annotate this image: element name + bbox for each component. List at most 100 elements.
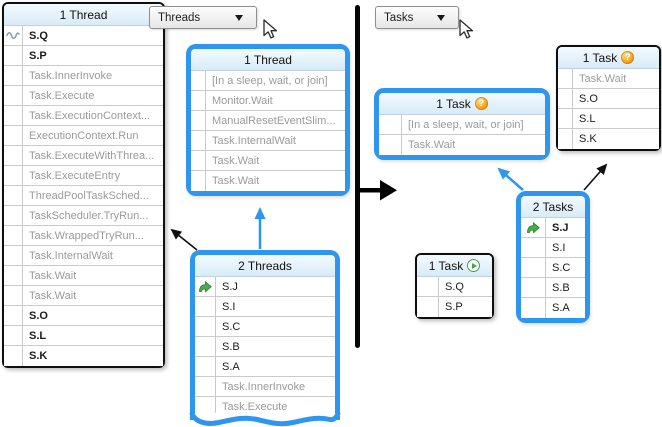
stack-frame-row[interactable]: S.K	[558, 129, 659, 149]
stack-frame-row[interactable]: S.A	[195, 357, 335, 377]
stack-frame-row[interactable]: Task.Wait	[191, 171, 345, 191]
frame-gutter	[558, 129, 573, 149]
stack-frame-row[interactable]: Task.InternalWait	[191, 131, 345, 151]
stack-frame-row[interactable]: Task.InternalWait	[4, 246, 163, 266]
task-box-1-task-waiting: 1 Task ? [In a sleep, wait, or join] Tas…	[374, 88, 550, 160]
frame-gutter	[191, 131, 206, 150]
stack-frame-row[interactable]: ThreadPoolTaskSched...	[4, 186, 163, 206]
frame-label: Task.WrappedTryRun...	[29, 229, 144, 242]
frame-gutter	[417, 277, 439, 296]
frame-label: S.P	[445, 301, 463, 313]
stack-frame-row[interactable]: Task.InnerInvoke	[4, 66, 163, 86]
stack-frame-row[interactable]: Task.WrappedTryRun...	[4, 226, 163, 246]
task-box-1-task-blocked: 1 Task ? Task.Wait S.O S.L S.K	[556, 45, 661, 151]
dropdown-arrow-icon	[437, 14, 445, 21]
stack-frame-row[interactable]: S.Q	[4, 26, 163, 46]
stack-frame-row[interactable]: S.B	[521, 278, 585, 298]
stack-frame-row[interactable]: S.L	[4, 326, 163, 346]
frame-gutter	[195, 397, 216, 416]
frame-label: Task.ExecuteWithThrea...	[29, 149, 155, 162]
stack-frame-row[interactable]: S.P	[417, 297, 492, 317]
stack-frame-row[interactable]: S.Q	[417, 277, 492, 297]
stack-frame-row[interactable]: TaskScheduler.TryRun...	[4, 206, 163, 226]
frame-label: S.B	[552, 281, 570, 294]
frame-label: Task.Wait	[29, 269, 77, 282]
frame-label: Task.Wait	[212, 154, 260, 167]
view-divider	[355, 5, 360, 348]
stack-frame-row[interactable]: S.I	[521, 238, 585, 258]
frame-gutter	[191, 171, 206, 191]
frame-gutter	[195, 297, 216, 316]
task-box-title: 1 Task	[582, 50, 618, 65]
stack-frame-row[interactable]: S.O	[558, 89, 659, 109]
stack-frame-row[interactable]: Task.Wait	[379, 135, 545, 155]
stack-frame-row[interactable]: S.L	[558, 109, 659, 129]
stack-frame-row[interactable]: Task.InnerInvoke	[195, 377, 335, 397]
task-box-1-task-running: 1 Task S.Q S.P	[415, 253, 494, 319]
stack-frame-row[interactable]: S.I	[195, 297, 335, 317]
frame-label: S.K	[579, 133, 597, 145]
frame-label: Task.Wait	[29, 289, 77, 302]
frame-gutter	[521, 238, 546, 257]
stack-frame-row[interactable]: S.P	[4, 46, 163, 66]
frame-label: Task.InternalWait	[29, 249, 113, 262]
tasks-view-dropdown[interactable]: Tasks	[375, 6, 459, 29]
frame-gutter	[4, 86, 23, 105]
frame-label: Task.Execute	[222, 400, 288, 413]
stack-frame-row[interactable]: S.O	[4, 306, 163, 326]
stack-frame-row[interactable]: S.J	[195, 277, 335, 297]
stack-frame-row[interactable]: Task.ExecuteWithThrea...	[4, 146, 163, 166]
stack-box-2-threads: 2 Threads S.J S.I S.C S.B S.A Task.Inner…	[190, 250, 340, 420]
frame-label: Task.InnerInvoke	[29, 69, 113, 82]
stack-frame-row[interactable]: [In a sleep, wait, or join]	[379, 115, 545, 135]
stack-frame-row[interactable]: Task.ExecuteEntry	[4, 166, 163, 186]
frame-gutter	[195, 357, 216, 376]
stack-frame-row[interactable]: Monitor.Wait	[191, 91, 345, 111]
frame-gutter	[521, 298, 546, 318]
frame-gutter	[191, 91, 206, 110]
frame-gutter	[195, 277, 216, 296]
frame-gutter	[4, 326, 23, 345]
stack-frame-row[interactable]: S.C	[195, 317, 335, 337]
stack-frame-row[interactable]: Task.Wait	[4, 286, 163, 306]
stack-frame-row[interactable]: ExecutionContext.Run	[4, 126, 163, 146]
frame-gutter	[4, 266, 23, 285]
frame-label: Task.InternalWait	[212, 134, 296, 147]
stack-box-1-thread-waiting: 1 Thread [In a sleep, wait, or join] Mon…	[186, 44, 350, 196]
current-frame-icon	[199, 280, 212, 293]
frame-label: Task.Wait	[212, 175, 260, 187]
frame-gutter	[558, 89, 573, 108]
frame-label: S.Q	[445, 280, 464, 293]
stack-frame-row[interactable]: ManualResetEventSlim...	[191, 111, 345, 131]
frame-label: ThreadPoolTaskSched...	[29, 189, 149, 202]
stack-frame-row[interactable]: Task.Execute	[195, 397, 335, 417]
frame-label: S.C	[552, 261, 571, 274]
stack-frame-row[interactable]: Task.Wait	[191, 151, 345, 171]
stack-frame-row[interactable]: Task.Wait	[4, 266, 163, 286]
dropdown-arrow-icon	[235, 14, 243, 21]
stack-frame-row[interactable]: S.A	[521, 298, 585, 318]
frame-gutter	[521, 258, 546, 277]
stack-frame-row[interactable]: S.B	[195, 337, 335, 357]
frame-label: TaskScheduler.TryRun...	[29, 209, 149, 222]
threads-view-dropdown[interactable]: Threads	[149, 6, 257, 29]
frame-label: Task.Wait	[579, 72, 627, 85]
stack-frame-row[interactable]: [In a sleep, wait, or join]	[191, 71, 345, 91]
frame-label: S.L	[579, 112, 596, 125]
task-box-header: 1 Task ?	[558, 47, 659, 69]
stack-frame-row[interactable]: S.K	[4, 346, 163, 366]
stack-frame-row[interactable]: Task.ExecutionContext...	[4, 106, 163, 126]
stack-frame-row[interactable]: Task.Execute	[4, 86, 163, 106]
frame-gutter	[191, 111, 206, 130]
stack-frame-row[interactable]: Task.Wait	[558, 69, 659, 89]
arrow-2tasks-to-waiting-task	[497, 167, 524, 191]
frame-label: Task.ExecuteEntry	[29, 169, 121, 182]
frame-gutter	[195, 317, 216, 336]
frame-label: S.O	[579, 92, 598, 105]
stack-frame-row[interactable]: S.J	[521, 218, 585, 238]
frame-gutter	[417, 297, 439, 317]
stack-frame-row[interactable]: S.C	[521, 258, 585, 278]
frame-gutter	[4, 106, 23, 125]
frame-label: S.Q	[29, 29, 48, 42]
